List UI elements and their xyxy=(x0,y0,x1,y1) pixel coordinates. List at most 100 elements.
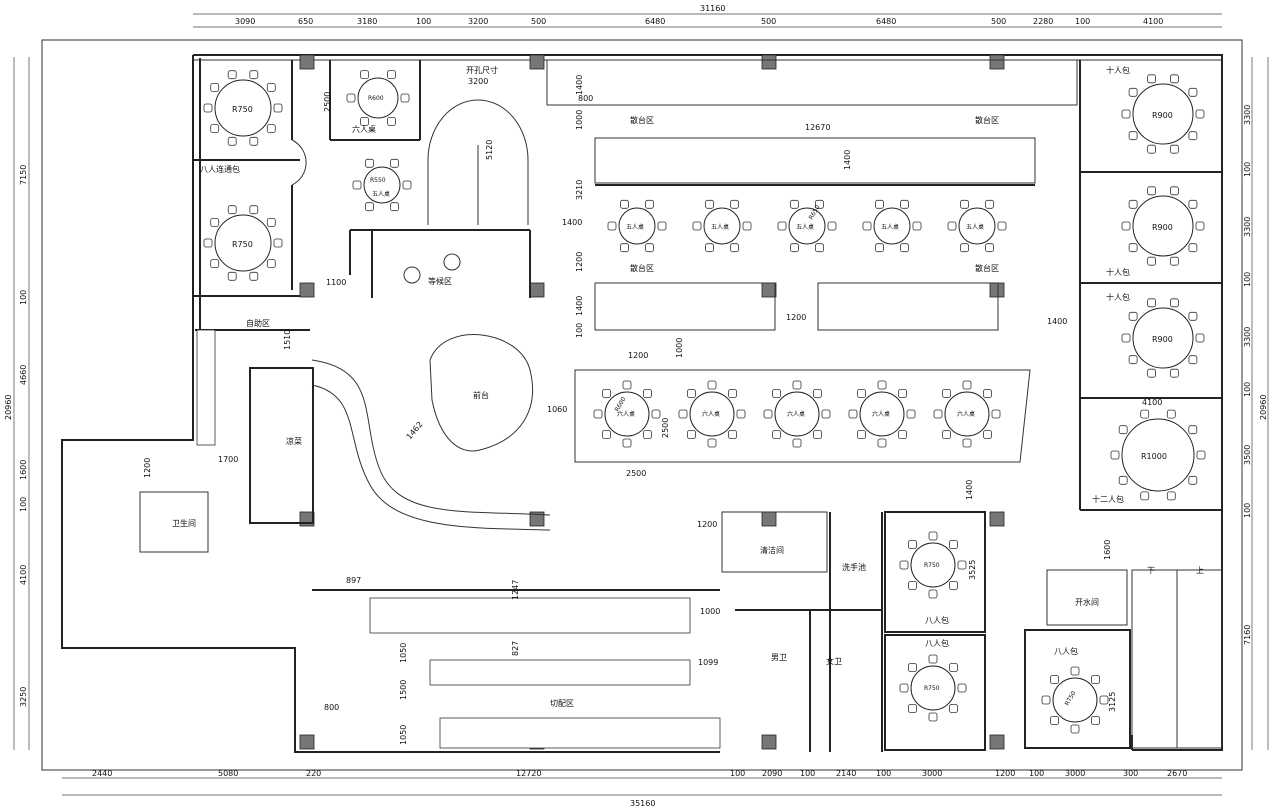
drawing-frame xyxy=(41,39,1243,771)
dim: 897 xyxy=(346,576,361,585)
chair xyxy=(1188,243,1198,253)
dim: 500 xyxy=(991,17,1006,26)
chair xyxy=(908,704,917,713)
dim: 100 xyxy=(1243,503,1252,518)
sanitary-room: 卫生间 xyxy=(139,491,209,553)
chair xyxy=(273,238,283,248)
dim: 100 xyxy=(1243,382,1252,397)
dim: 4100 xyxy=(19,565,28,585)
dim: 1000 xyxy=(700,607,720,616)
table-label: 五人桌 xyxy=(966,223,984,231)
dim: 4100 xyxy=(1143,17,1163,26)
chair xyxy=(1128,243,1138,253)
table-label: 六人桌 xyxy=(352,124,376,134)
chair xyxy=(1196,450,1206,460)
table-label: 六人桌 xyxy=(617,410,635,418)
chair xyxy=(607,221,617,231)
dim: 12720 xyxy=(516,769,541,778)
chair xyxy=(705,243,714,253)
chair xyxy=(1128,355,1138,365)
chair xyxy=(365,202,374,212)
room-label: 十二人包 xyxy=(1092,494,1124,504)
dim: 2500 xyxy=(323,92,332,112)
chair xyxy=(790,243,799,253)
dim: 650 xyxy=(298,17,313,26)
chair xyxy=(1121,109,1131,119)
lower-eight-rooms: R750 3525 八人包 八人包 R750 八人包 R750 3125 xyxy=(884,511,1131,751)
chair xyxy=(249,70,259,80)
chair xyxy=(387,117,396,126)
chair xyxy=(928,531,938,541)
table-label: 五人桌 xyxy=(711,223,729,231)
chair xyxy=(1147,368,1156,378)
chair xyxy=(949,663,958,672)
table-size-label: R750 xyxy=(924,562,940,569)
chair xyxy=(1070,724,1080,734)
chair xyxy=(1128,311,1138,321)
table-size-label: R550 xyxy=(370,177,386,184)
chair xyxy=(620,199,629,209)
chair xyxy=(643,430,652,439)
chair xyxy=(593,409,603,419)
chair xyxy=(687,389,696,398)
chair xyxy=(942,430,951,439)
chair xyxy=(1147,144,1156,154)
chair xyxy=(898,389,907,398)
chair xyxy=(1170,298,1179,308)
chair xyxy=(827,221,837,231)
chair xyxy=(210,259,220,269)
room-label: 八人连通包 xyxy=(200,164,240,174)
dim: 300 xyxy=(1123,769,1138,778)
chair xyxy=(707,438,717,448)
chair xyxy=(813,430,822,439)
dim: 3125 xyxy=(1108,692,1117,712)
chair xyxy=(1147,74,1156,84)
chair xyxy=(815,243,824,253)
table-size-label: R750 xyxy=(924,685,940,692)
chair xyxy=(1099,695,1109,705)
serpentine-bar xyxy=(311,359,551,516)
boiler-and-stairs: 开水间 1600 下 上 xyxy=(1046,540,1223,749)
dim: 5080 xyxy=(218,769,238,778)
dim: 12670 xyxy=(805,123,830,132)
chair xyxy=(908,663,917,672)
chair xyxy=(1188,199,1198,209)
chair xyxy=(692,221,702,231)
chair xyxy=(227,136,237,146)
chair xyxy=(210,217,220,227)
dim: 1050 xyxy=(399,725,408,745)
chair xyxy=(227,70,237,80)
round-table-r750-mid: R750 xyxy=(203,205,283,281)
scatter-zone-mid: 散台区 散台区 1200 1400 100 1200 1400 xyxy=(575,252,1067,338)
stair-down-label: 下 xyxy=(1147,566,1155,575)
left-total-dim: 20960 xyxy=(4,395,13,420)
chair xyxy=(875,243,884,253)
chair xyxy=(947,221,957,231)
dim: 1200 xyxy=(628,351,648,360)
dim: 100 xyxy=(416,17,431,26)
room-label: 八人包 xyxy=(925,638,949,648)
table-size-label: R750 xyxy=(232,240,253,249)
dim: 7150 xyxy=(19,165,28,185)
chair xyxy=(875,199,884,209)
chair xyxy=(651,409,661,419)
chair xyxy=(1118,475,1128,485)
dim: 1400 xyxy=(965,480,974,500)
chair xyxy=(815,199,824,209)
chair xyxy=(899,683,909,693)
zone-label: 散台区 xyxy=(975,115,999,125)
dim: 7160 xyxy=(1243,625,1252,645)
chair xyxy=(1195,221,1205,231)
chair xyxy=(877,380,887,390)
buffet-label: 自助区 xyxy=(246,318,270,328)
chair xyxy=(643,389,652,398)
chair xyxy=(983,430,992,439)
dim: 3250 xyxy=(19,687,28,707)
table-size-label: R900 xyxy=(1152,335,1173,344)
booth-row-top: 1400 800 xyxy=(546,59,1078,106)
chair xyxy=(678,409,688,419)
dim: 2500 xyxy=(661,418,670,438)
chair xyxy=(813,389,822,398)
chair xyxy=(1170,256,1179,266)
room-label: 八人包 xyxy=(1054,646,1078,656)
